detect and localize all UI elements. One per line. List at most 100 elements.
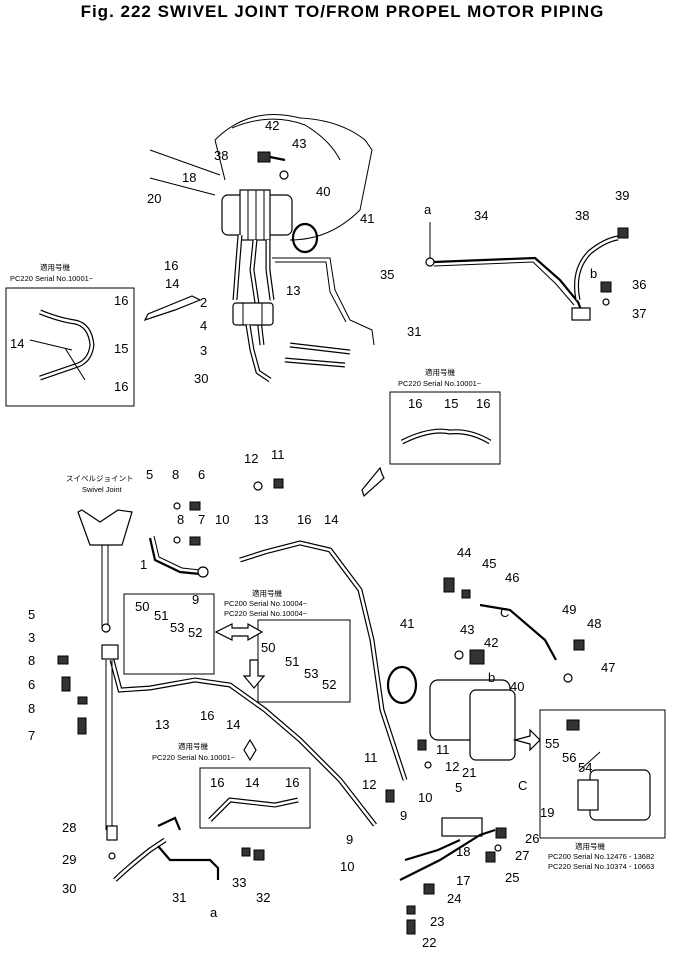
callout-52-b: 52	[322, 677, 336, 692]
note-top-left-jp: 適用号機	[40, 262, 70, 272]
callout-11-a: 11	[271, 447, 285, 462]
callout-33: 33	[232, 875, 246, 890]
note-bottom-right-line2: PC220 Serial No.10374 - 10663	[548, 862, 654, 871]
callout-12-b: 12	[445, 759, 459, 774]
callout-23: 23	[430, 914, 444, 929]
callout-53-a: 53	[170, 620, 184, 635]
callout-36: 36	[632, 277, 646, 292]
callout-8-c: 8	[28, 653, 35, 668]
callout-31-top: 31	[407, 324, 421, 339]
callout-9-c: 9	[346, 832, 353, 847]
callout-14-mid: 14	[324, 512, 338, 527]
callout-10-a: 10	[215, 512, 229, 527]
callout-38-top: 38	[214, 148, 228, 163]
callout-11-b: 11	[436, 742, 450, 757]
callout-6-b: 6	[28, 677, 35, 692]
callout-7-b: 7	[28, 728, 35, 743]
callout-26: 26	[525, 831, 539, 846]
letter-b-top: b	[590, 266, 597, 281]
callout-35: 35	[380, 267, 394, 282]
callout-17: 17	[456, 873, 470, 888]
callout-18-b: 18	[456, 844, 470, 859]
callout-5-b: 5	[28, 607, 35, 622]
note-top-left-serial: PC220 Serial No.10001~	[10, 274, 94, 283]
callout-38-right: 38	[575, 208, 589, 223]
note-middle-line2: PC220 Serial No.10004~	[224, 609, 308, 618]
callout-16-inset-a: 16	[114, 293, 128, 308]
direction-arrows	[242, 466, 541, 762]
callout-5-a: 5	[146, 467, 153, 482]
callout-41-b: 41	[400, 616, 414, 631]
top-right-pipe	[425, 222, 629, 321]
callout-10-b: 10	[418, 790, 432, 805]
callout-40-b: 40	[510, 679, 524, 694]
inset-middle	[123, 593, 351, 703]
callout-21: 21	[462, 765, 476, 780]
callout-51-b: 51	[285, 654, 299, 669]
callout-15-inset: 15	[114, 341, 128, 356]
callout-13-a: 13	[254, 512, 268, 527]
callout-56: 56	[562, 750, 576, 765]
callout-13-b: 13	[155, 717, 169, 732]
callout-50-a: 50	[135, 599, 149, 614]
callout-42-top: 42	[265, 118, 279, 133]
callout-11-c: 11	[364, 750, 378, 765]
callout-45: 45	[482, 556, 496, 571]
letter-a-bottom: a	[210, 905, 218, 920]
callout-15-tr: 15	[444, 396, 458, 411]
inset-bottom-right	[539, 709, 666, 839]
callout-6-a: 6	[198, 467, 205, 482]
callout-27: 27	[515, 848, 529, 863]
callout-20: 20	[147, 191, 161, 206]
callout-55: 55	[545, 736, 559, 751]
callout-16-tr-a: 16	[408, 396, 422, 411]
callout-10-c: 10	[340, 859, 354, 874]
callout-29: 29	[62, 852, 76, 867]
callout-8-b: 8	[177, 512, 184, 527]
note-bottom-mid-serial: PC220 Serial No.10001~	[152, 753, 236, 762]
letter-b-bottom: b	[488, 670, 495, 685]
callout-46: 46	[505, 570, 519, 585]
callout-7-a: 7	[198, 512, 205, 527]
callout-34: 34	[474, 208, 488, 223]
callout-25: 25	[505, 870, 519, 885]
callout-12-a: 12	[244, 451, 258, 466]
callout-12-c: 12	[362, 777, 376, 792]
note-top-right-jp: 適用号機	[425, 367, 455, 377]
callout-16-mid: 16	[297, 512, 311, 527]
note-middle-jp: 適用号機	[252, 588, 282, 598]
callout-42-b: 42	[484, 635, 498, 650]
callout-51-a: 51	[154, 608, 168, 623]
inset-top-right	[389, 391, 501, 465]
callout-3-b: 3	[28, 630, 35, 645]
callout-13-top: 13	[286, 283, 300, 298]
note-top-right-serial: PC220 Serial No.10001~	[398, 379, 482, 388]
inset-bottom-mid	[199, 767, 311, 829]
callout-31-b: 31	[172, 890, 186, 905]
callout-39: 39	[615, 188, 629, 203]
note-bottom-right-jp: 適用号機	[575, 841, 605, 851]
callout-18: 18	[182, 170, 196, 185]
callout-50-b: 50	[261, 640, 275, 655]
callout-16-bm-b: 16	[285, 775, 299, 790]
callout-47: 47	[601, 660, 615, 675]
callout-30-top: 30	[194, 371, 208, 386]
callout-16-inset-b: 16	[114, 379, 128, 394]
callout-41-top: 41	[360, 211, 374, 226]
callout-52-a: 52	[188, 625, 202, 640]
swivel-joint-label-jp: スイベルジョイント	[66, 474, 134, 483]
callout-1: 1	[140, 557, 147, 572]
callout-2-top: 2	[200, 295, 207, 310]
callout-8-d: 8	[28, 701, 35, 716]
callout-53-b: 53	[304, 666, 318, 681]
callout-43-b: 43	[460, 622, 474, 637]
callout-9-b: 9	[400, 808, 407, 823]
lower-assembly	[77, 509, 557, 882]
letter-c-bottom: C	[518, 778, 527, 793]
top-motor-assembly	[143, 114, 375, 383]
hardware-marks	[57, 478, 585, 935]
callout-3-top: 3	[200, 343, 207, 358]
callout-28: 28	[62, 820, 76, 835]
callout-24: 24	[447, 891, 461, 906]
